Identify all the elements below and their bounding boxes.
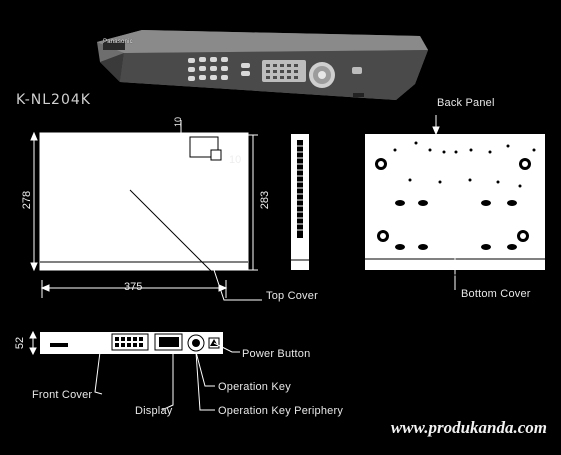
dimension-top-offset: 10 [173, 117, 183, 128]
bottom-view-drawing [365, 115, 545, 290]
label-bottom-cover: Bottom Cover [461, 288, 531, 300]
label-operation-key-periphery: Operation Key Periphery [218, 405, 344, 417]
label-back-panel: Back Panel [437, 97, 495, 109]
dimension-front-height: 52 [14, 336, 26, 350]
device-photo [97, 30, 428, 100]
label-power-button: Power Button [242, 348, 311, 360]
side-view-drawing [291, 134, 309, 270]
front-view-drawing [29, 330, 240, 411]
dimension-height-left: 278 [21, 190, 33, 210]
label-operation-key: Operation Key [218, 381, 291, 393]
dimension-width: 375 [124, 281, 143, 293]
label-top-cover: Top Cover [266, 290, 318, 302]
top-view-drawing [30, 120, 262, 301]
watermark: www.produkanda.com [390, 418, 547, 437]
label-front-cover: Front Cover [32, 389, 93, 401]
model-name: K-NL204K [16, 92, 91, 108]
brand-badge: Panasonic [103, 39, 133, 45]
dimension-height-right: 283 [259, 190, 271, 210]
dimension-side-offset: 10 [229, 154, 242, 166]
label-display: Display [135, 405, 173, 417]
